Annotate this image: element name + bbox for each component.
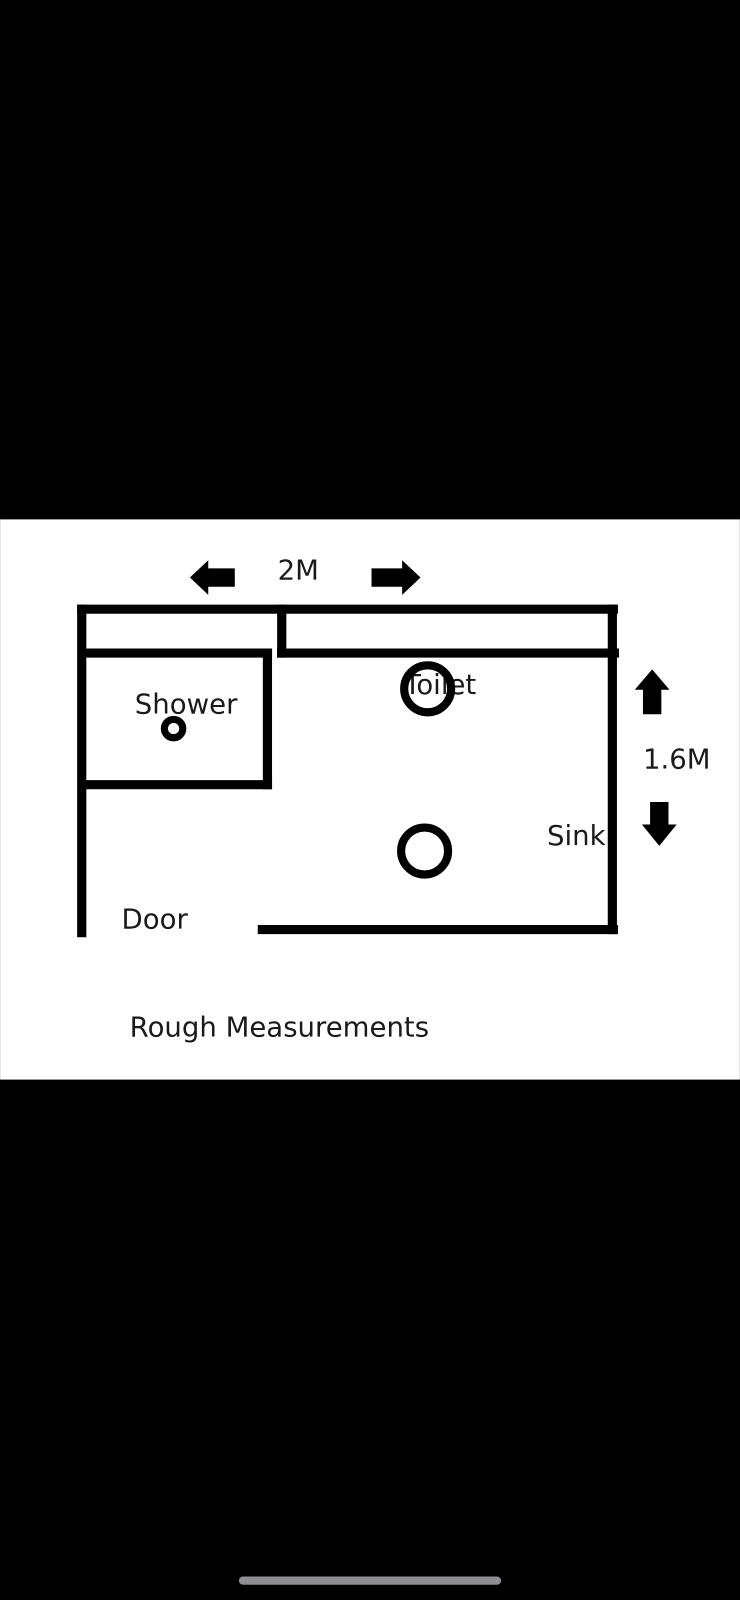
- toilet-label: Toilet: [403, 669, 476, 701]
- caption: Rough Measurements: [130, 1012, 429, 1044]
- arrow-up-icon: [634, 669, 670, 715]
- home-indicator[interactable]: [238, 1576, 502, 1585]
- walls: [77, 604, 619, 938]
- toilet-fixture-icon: [400, 661, 456, 717]
- shower-drain-icon: [160, 715, 187, 742]
- height-dimension: 1.6M: [634, 669, 711, 846]
- arrow-down-icon: [641, 802, 677, 846]
- width-label: 2M: [278, 555, 319, 587]
- width-dimension: 2M: [189, 555, 421, 595]
- height-label: 1.6M: [643, 743, 711, 775]
- floor-plan-image[interactable]: 2M 1.6M Shower Toilet Sink Door Rough Me…: [0, 519, 740, 1080]
- image-canvas: [0, 519, 740, 1080]
- door-label: Door: [122, 904, 189, 936]
- sink-fixture-icon: [397, 823, 453, 879]
- sink-label: Sink: [547, 820, 606, 852]
- arrow-right-icon: [371, 560, 421, 595]
- arrow-left-icon: [189, 560, 235, 595]
- shower-label: Shower: [135, 688, 238, 720]
